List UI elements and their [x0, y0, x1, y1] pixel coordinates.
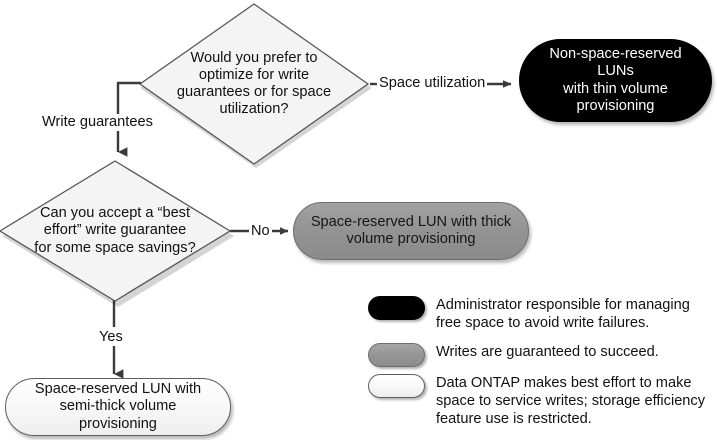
outcome-node-semi-thick-provisioning-label: Space-reserved LUN with semi-thick volum… — [34, 381, 202, 432]
decision-node-optimize-preference-label: Would you prefer to optimize for write g… — [176, 49, 332, 118]
legend-item-gray-label: Writes are guaranteed to succeed. — [436, 344, 659, 360]
outcome-node-thin-provisioning-label: Non-space-reserved LUNs with thin volume… — [549, 46, 682, 114]
outcome-node-thick-provisioning[interactable]: Space-reserved LUN with thick volume pro… — [293, 202, 529, 260]
legend-swatch-gray-icon — [368, 343, 425, 367]
edge-label-no: No — [249, 223, 272, 240]
decision-node-optimize-preference[interactable]: Would you prefer to optimize for write g… — [138, 2, 372, 168]
legend-item-white: Data ONTAP makes best effort to make spa… — [368, 374, 705, 428]
edge-label-space-utilization: Space utilization — [377, 75, 488, 92]
legend-swatch-black-icon — [368, 296, 425, 320]
legend-item-white-label: Data ONTAP makes best effort to make spa… — [436, 375, 706, 428]
legend-swatch-white-icon — [368, 374, 425, 398]
edge-label-write-guarantees: Write guarantees — [40, 114, 155, 131]
legend-item-black: Administrator responsible for managing f… — [368, 296, 690, 332]
edge-label-yes: Yes — [97, 329, 125, 346]
decision-node-best-effort-guarantee[interactable]: Can you accept a “best effort” write gua… — [0, 160, 234, 307]
outcome-node-thin-provisioning[interactable]: Non-space-reserved LUNs with thin volume… — [519, 39, 712, 122]
legend-item-gray: Writes are guaranteed to succeed. — [368, 343, 659, 367]
outcome-node-semi-thick-provisioning[interactable]: Space-reserved LUN with semi-thick volum… — [5, 378, 231, 436]
outcome-node-thick-provisioning-label: Space-reserved LUN with thick volume pro… — [310, 213, 512, 247]
decision-node-best-effort-guarantee-label: Can you accept a “best effort” write gua… — [34, 205, 196, 256]
legend-item-black-label: Administrator responsible for managing f… — [436, 297, 690, 332]
